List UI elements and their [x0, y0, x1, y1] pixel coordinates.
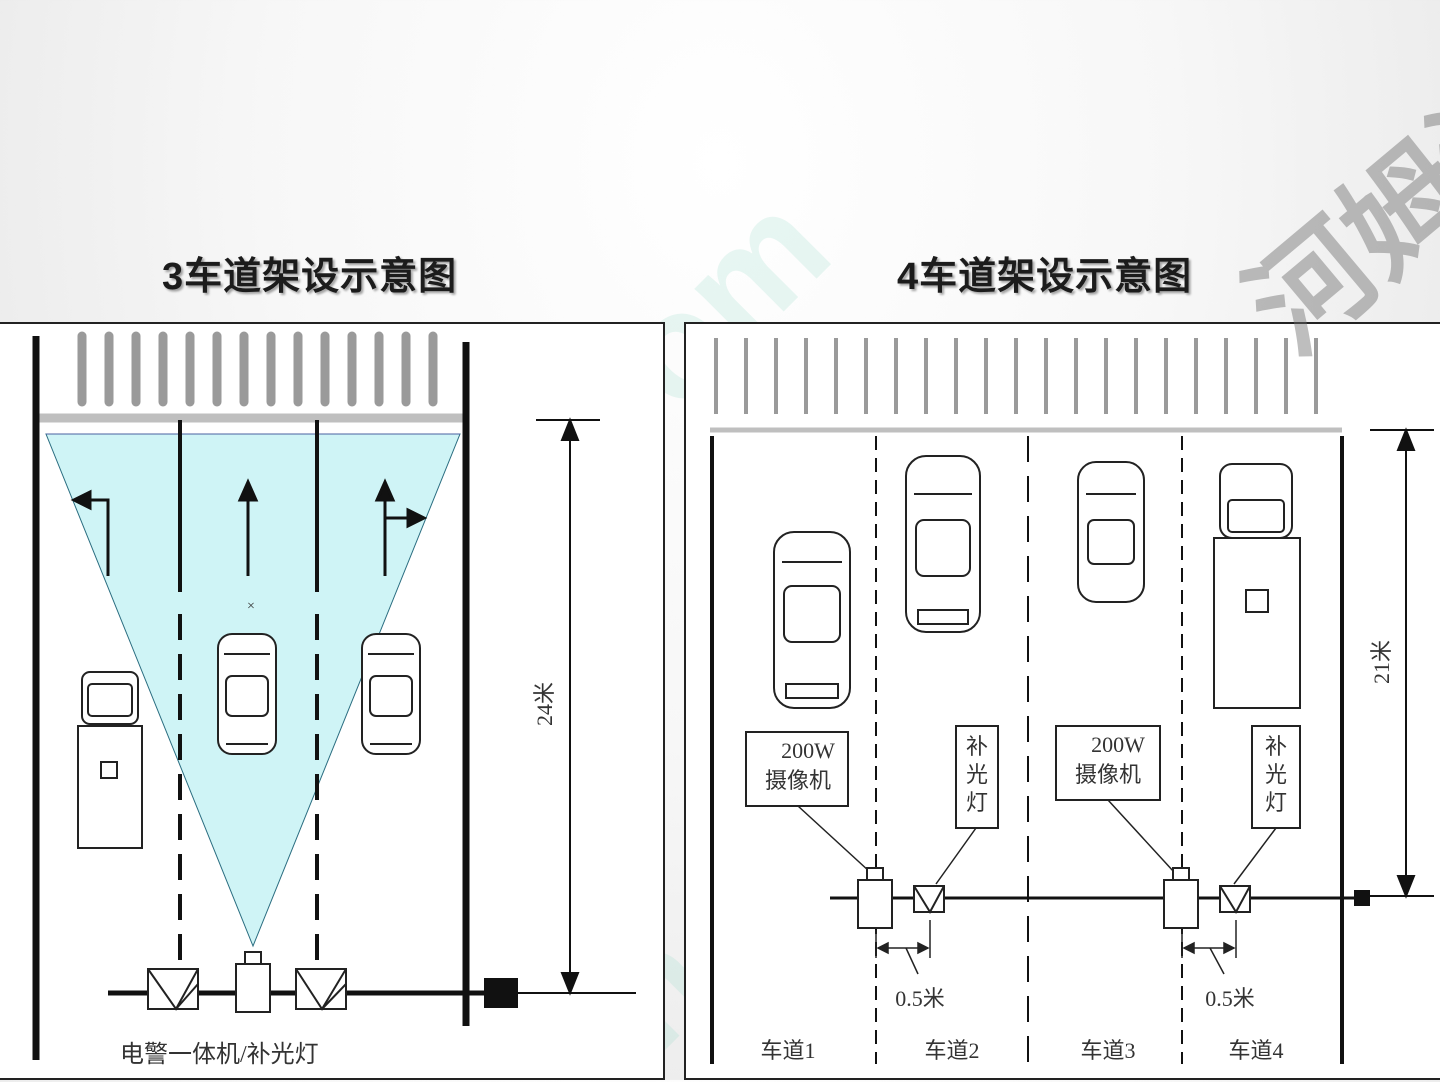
light-label-1-char3: 灯: [966, 790, 988, 815]
straight-arrow: [237, 478, 259, 576]
fill-light-1: [913, 885, 945, 915]
crosswalk: [714, 338, 1318, 414]
fill-light-right: [295, 968, 347, 1011]
title-4-lane: 4车道架设示意图: [897, 256, 1193, 298]
distance-label-24m: 24米: [532, 682, 557, 726]
spacing-dimension-1: [875, 920, 931, 975]
dimension-21m: [1370, 427, 1434, 899]
camera-label-box-2: 200W 摄像机: [1055, 725, 1161, 801]
camera-unit: [235, 951, 271, 1013]
camera-label-2-line1: 200W: [1091, 732, 1145, 757]
center-mark: ×: [247, 599, 255, 614]
camera-label-1-line1: 200W: [781, 738, 835, 763]
device-caption: 电警一体机/补光灯: [120, 1041, 319, 1068]
car-lane-2: [905, 455, 981, 633]
camera-label-1-line2: 摄像机: [765, 768, 831, 793]
light-label-box-2: 补 光 灯: [1251, 725, 1301, 829]
distance-label-21m: 21米: [1369, 640, 1394, 684]
light-label-2-char3: 灯: [1265, 790, 1287, 815]
truck-lane-4: [1213, 463, 1301, 709]
light-label-1-char2: 光: [966, 762, 988, 787]
fill-light-left: [147, 968, 199, 1011]
pole-end-block: [484, 978, 518, 1008]
car-lane-3: [1077, 461, 1145, 603]
spacing-dimension-2: [1181, 920, 1237, 975]
four-lane-svg: 21米 200W 摄像机 补 光 灯 200W 摄像机 补 光 灯: [710, 338, 1434, 1064]
spacing-label-2: 0.5米: [1205, 986, 1255, 1011]
truck-lane-1: [77, 671, 143, 849]
camera-label-box-1: 200W 摄像机: [745, 731, 849, 807]
pole-end-block: [1354, 890, 1370, 906]
four-lane-diagram: 21米 200W 摄像机 补 光 灯 200W 摄像机 补 光 灯: [684, 322, 1440, 1080]
dimension-24m: [510, 417, 636, 996]
lane-label-3: 车道3: [1080, 1038, 1135, 1063]
straight-right-arrow: [374, 478, 428, 576]
three-lane-diagram: × 24米: [0, 322, 665, 1080]
crosswalk: [77, 331, 438, 407]
car-lane-1: [773, 531, 851, 709]
leader-lines: [797, 799, 1277, 885]
title-3-lane: 3车道架设示意图: [162, 256, 458, 298]
left-turn-arrow: [70, 489, 110, 576]
lane-label-2: 车道2: [924, 1038, 979, 1063]
lane-label-1: 车道1: [760, 1038, 815, 1063]
light-label-box-1: 补 光 灯: [955, 725, 999, 829]
three-lane-svg: × 24米: [32, 331, 636, 1068]
camera-label-2-line2: 摄像机: [1075, 762, 1141, 787]
light-label-2-char1: 补: [1265, 734, 1287, 759]
car-lane-2: [217, 633, 277, 755]
spacing-label-1: 0.5米: [895, 986, 945, 1011]
camera-unit-2: [1163, 867, 1199, 929]
light-label-2-char2: 光: [1265, 762, 1287, 787]
lane-label-4: 车道4: [1228, 1038, 1283, 1063]
light-label-1-char1: 补: [966, 734, 988, 759]
car-lane-3: [361, 633, 421, 755]
fill-light-2: [1219, 885, 1251, 915]
camera-unit-1: [857, 867, 893, 929]
